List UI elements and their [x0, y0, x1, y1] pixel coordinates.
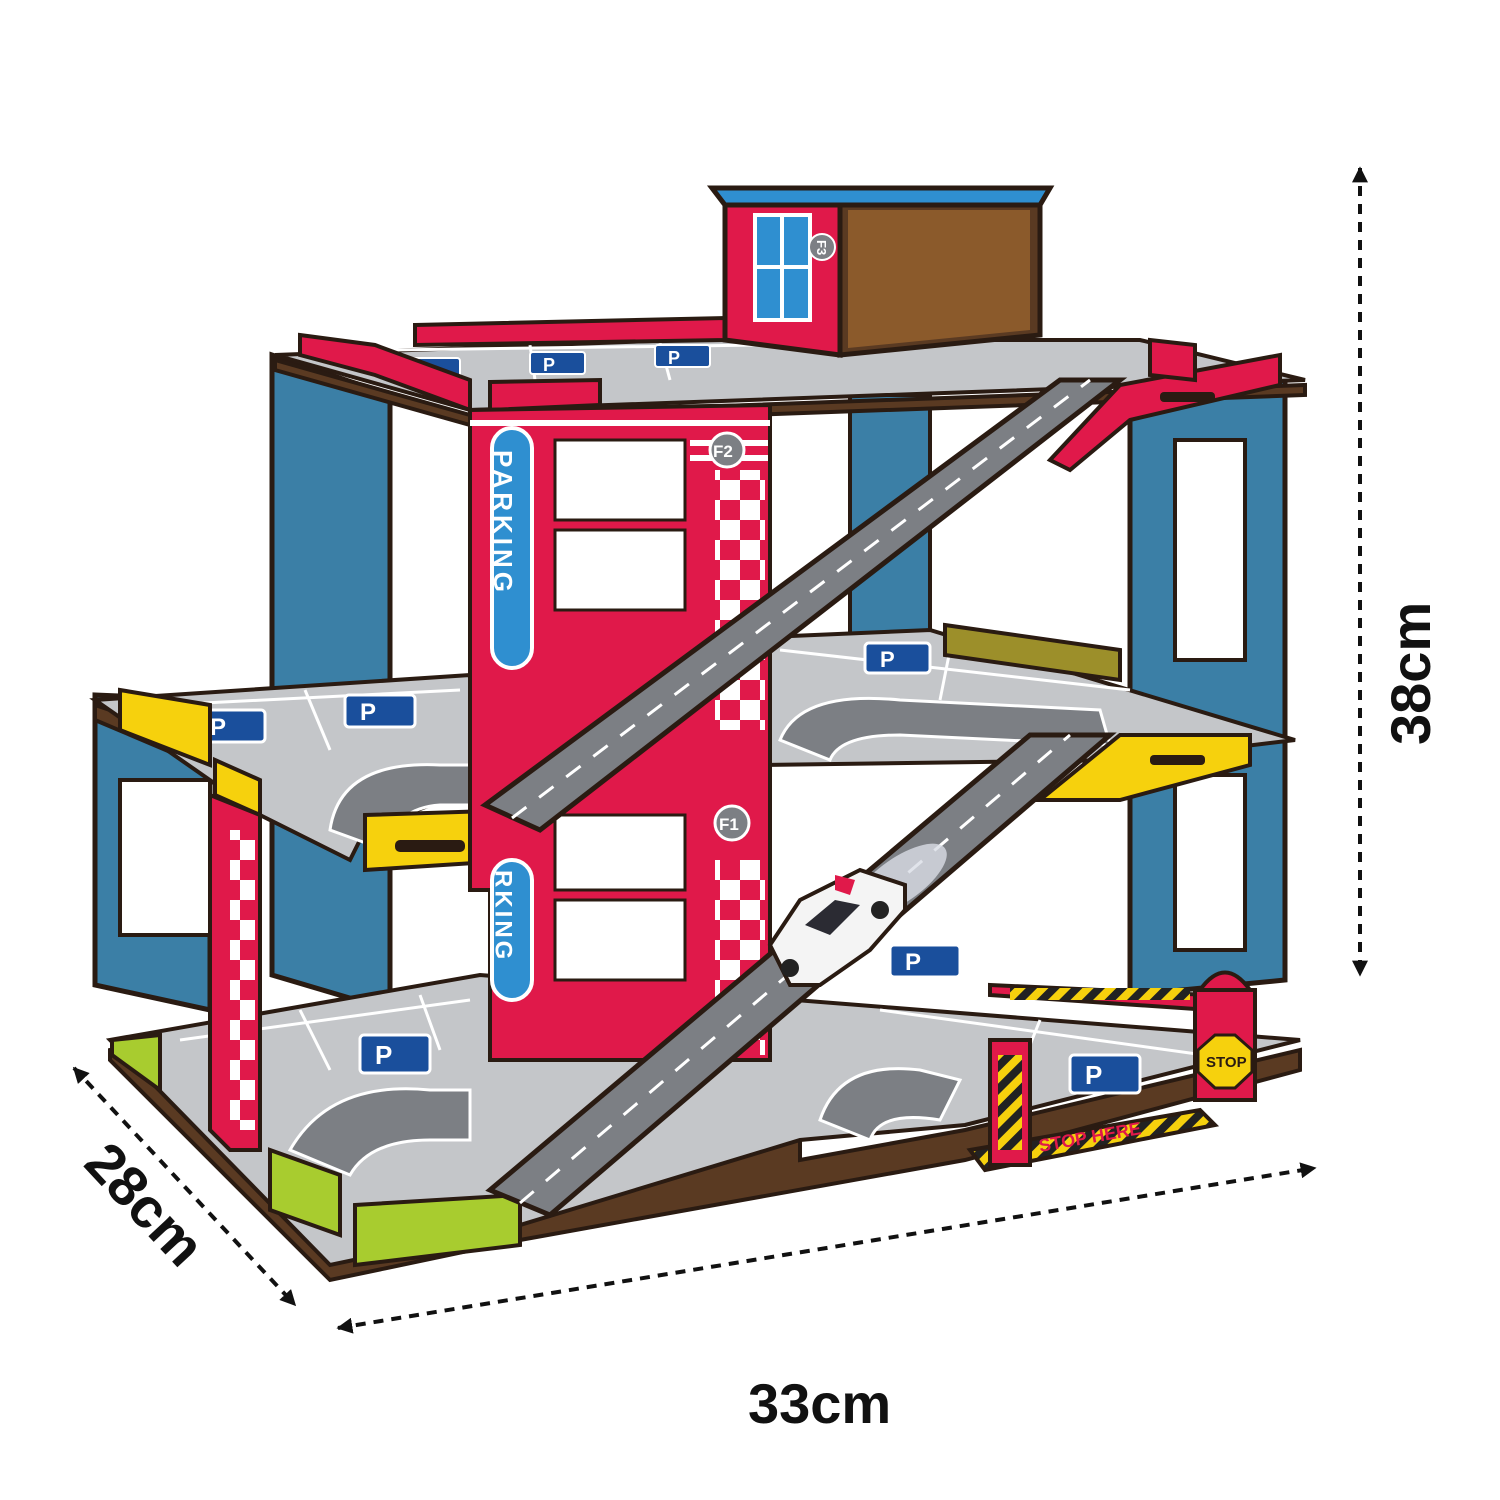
parking-sign-icon: P — [863, 641, 932, 675]
floor-tag-f3: F3 — [814, 240, 829, 255]
height-label: 38cm — [1379, 602, 1442, 745]
tower-window-upper-2 — [553, 528, 687, 612]
tower-window-lower-2 — [553, 898, 687, 982]
parking-sign-icon: P — [654, 344, 711, 368]
parking-sign-icon: P — [343, 693, 417, 729]
window-icon — [753, 213, 812, 322]
stop-gate: STOP HERE STOP — [966, 970, 1257, 1173]
top-floor: P P P — [273, 315, 1307, 473]
stop-sign-text: STOP — [1206, 1054, 1247, 1071]
parking-banner-upper-text: PARKING — [488, 450, 518, 596]
width-label: 33cm — [748, 1372, 891, 1435]
floor-tag-f2: F2 — [713, 442, 733, 461]
parking-sign-icon: P — [193, 708, 267, 744]
red-post-top-right — [1148, 337, 1197, 383]
parking-banner-lower-text: RKING — [490, 870, 517, 962]
parking-spot-symbol: P — [880, 647, 895, 672]
parking-spot-symbol: P — [210, 714, 226, 741]
toy-car — [767, 843, 947, 987]
green-bumper-front-right — [353, 1192, 522, 1268]
ground-floor-road-curve — [287, 1067, 963, 1177]
left-wall-window — [118, 778, 212, 937]
parking-spot-symbol: P — [668, 348, 680, 368]
floor-tag-f1: F1 — [719, 815, 739, 834]
right-wall-upper-window — [1173, 438, 1247, 662]
parking-spot-symbol: P — [1085, 1060, 1102, 1090]
ground-parking-spots: P P P — [358, 943, 1142, 1095]
width-arrow — [336, 1162, 1317, 1334]
stop-sign-icon: STOP — [1196, 1033, 1254, 1090]
yellow-bumper-slot — [1150, 755, 1205, 765]
yellow-bumper-left — [118, 687, 212, 768]
depth-arrow — [72, 1066, 297, 1307]
parking-sign-icon: P — [529, 351, 586, 375]
left-red-pillar — [208, 792, 262, 1152]
roof-cabin-top — [706, 185, 1055, 208]
parking-spot-symbol: P — [360, 699, 376, 726]
red-bumper-top-front — [488, 377, 602, 413]
car-wheel — [871, 901, 889, 919]
parking-banner-lower — [490, 858, 534, 1002]
olive-bumper-back — [943, 622, 1122, 683]
middle-floor-lane-markings — [164, 648, 1131, 751]
gate-barrier-stripe — [1010, 988, 1190, 1000]
roof-cabin-interior — [848, 210, 1030, 348]
parking-spot-symbol: P — [543, 355, 555, 375]
tower-window-lower-1 — [553, 813, 687, 892]
parking-sign-icon: P — [1068, 1053, 1142, 1095]
yellow-bumper-slot — [395, 840, 465, 852]
parking-spot-symbol: P — [375, 1040, 392, 1070]
tower-window-upper-1 — [553, 438, 687, 522]
parking-banner-upper — [490, 426, 534, 670]
gate-booth-roof — [1196, 970, 1254, 992]
yellow-bumper-right — [1034, 733, 1252, 802]
middle-floor-road-loop — [778, 696, 1113, 762]
car-wheel — [781, 959, 799, 977]
red-bumper-top-back — [413, 315, 727, 348]
roof-cabin: F3 — [706, 185, 1055, 358]
floor-tag-f3-badge — [808, 233, 836, 261]
car-windshield — [805, 900, 860, 935]
parking-spot-symbol: P — [905, 949, 921, 976]
middle-parking-spots: P P P — [193, 641, 932, 744]
floor-tag-f1-badge — [713, 804, 751, 842]
parking-sign-icon: P — [358, 1033, 432, 1075]
right-wall-lower-window — [1173, 773, 1247, 952]
parking-sign-icon: P — [888, 943, 962, 979]
red-bumper-top-right — [1046, 352, 1282, 473]
depth-label: 28cm — [73, 1130, 217, 1278]
gate-post-left-stripe — [998, 1055, 1022, 1150]
upper-ramp — [480, 377, 1128, 833]
red-bumper-slot — [1160, 392, 1215, 402]
floor-tag-f2-badge — [708, 431, 746, 469]
car-decal — [835, 875, 855, 895]
